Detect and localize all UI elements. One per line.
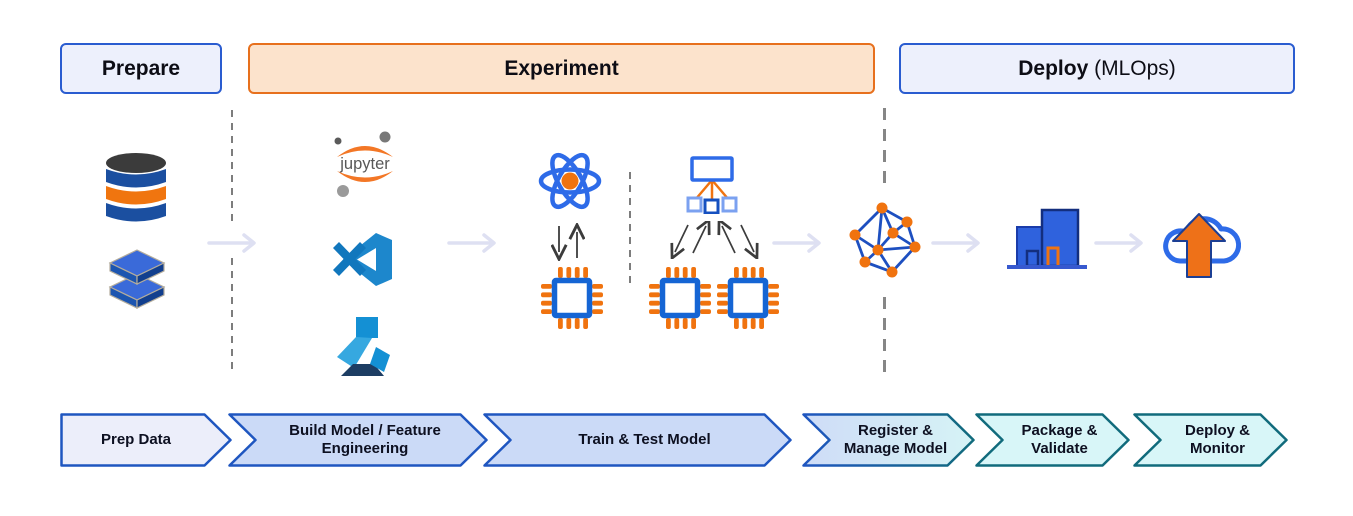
data-layers-icon [108,249,166,309]
phase-label-deploy-suffix: (MLOps) [1088,56,1176,80]
azure-ml-icon [337,317,390,376]
phase-box-experiment: Experiment [248,43,875,94]
phase-label-deploy: Deploy [1018,56,1089,80]
divider-dashed-experiment-deploy [883,108,886,184]
divider-dashed-experiment-deploy [883,297,886,373]
cloud-upload-icon [1163,213,1241,278]
pipeline-step-label: Build Model / Feature Engineering [289,422,441,457]
pipeline-step-label: Register & Manage Model [843,422,948,457]
divider-dashed-prepare-experiment [231,110,233,224]
phase-label-experiment: Experiment [504,56,619,80]
atom-framework-icon [538,152,602,210]
gpu-chip-icon [541,267,603,329]
pipeline-step-register-manage: Register & Manage Model [802,413,975,467]
jupyter-icon: jupyter [334,131,393,197]
distributed-training-icon [686,156,738,214]
flow-arrow-icon [207,233,256,253]
flow-arrow-icon [1094,233,1143,253]
pipeline-step-label: Train & Test Model [578,431,711,449]
pipeline-step-deploy-monitor: Deploy & Monitor [1133,413,1288,467]
flow-arrow-icon [931,233,980,253]
exchange-arrows-icon [551,223,585,261]
pipeline-step-train-test: Train & Test Model [483,413,792,467]
database-icon [106,153,166,222]
flow-arrow-icon [772,233,821,253]
phase-box-deploy: Deploy (MLOps) [899,43,1295,94]
pipeline-step-label: Package & Validate [1021,422,1098,457]
gpu-chip-icon [649,267,711,329]
model-graph-icon [845,200,925,280]
pipeline-step-label: Deploy & Monitor [1184,422,1250,457]
phase-box-prepare: Prepare [60,43,222,94]
flow-arrow-icon [447,233,496,253]
pipeline-step-label: Prep Data [100,431,172,449]
pipeline-step-build-model: Build Model / Feature Engineering [228,413,488,467]
distribute-arrows-icon [662,221,762,259]
pipeline-step-prep-data: Prep Data [60,413,232,467]
vscode-icon [333,233,392,286]
pipeline-step-package-validate: Package & Validate [975,413,1130,467]
phase-label-prepare: Prepare [101,56,181,80]
divider-dashed-prepare-experiment [231,258,233,372]
gpu-chip-icon [717,267,779,329]
buildings-icon [1007,208,1087,269]
jupyter-wordmark: jupyter [339,155,390,173]
divider-dashed-train-split [629,172,631,284]
